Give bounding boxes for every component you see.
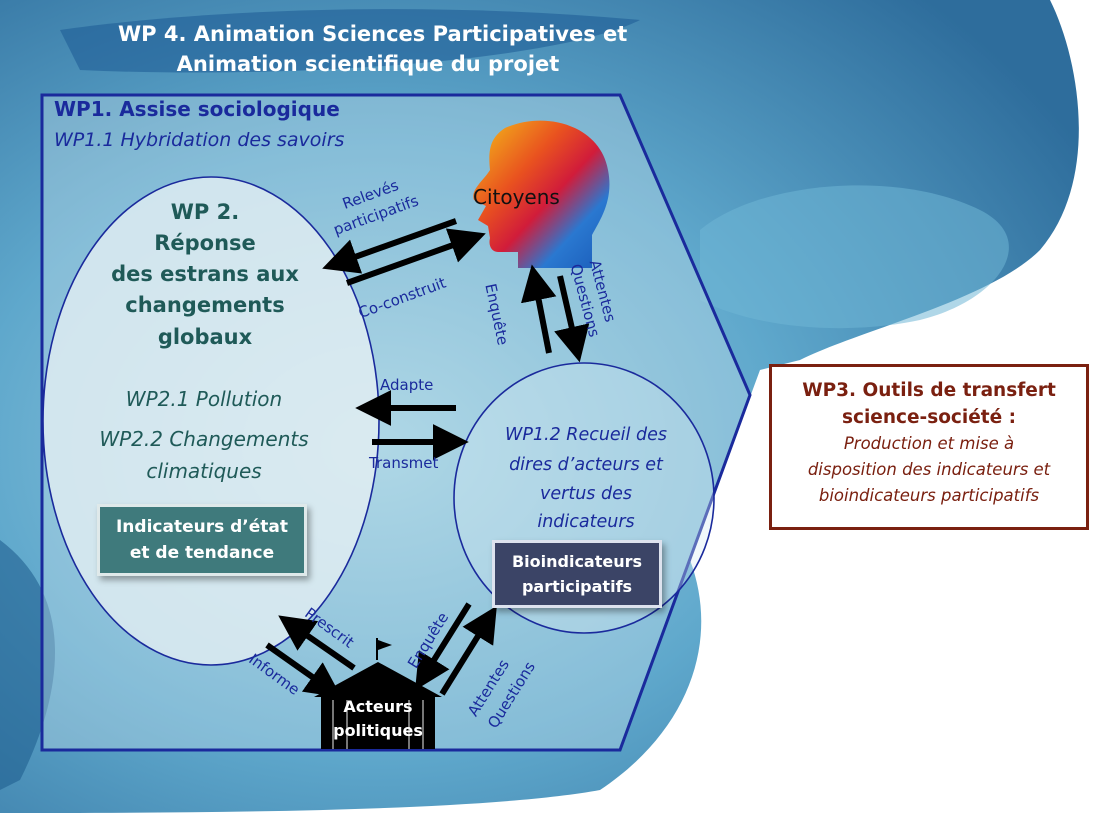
wp2-2-climate-line1: WP2.2 Changements	[99, 427, 309, 451]
bio-box-line: participatifs	[521, 577, 633, 596]
wp3-title-line2: science-société :	[841, 407, 1017, 428]
wp12-text-line: dires d’acteurs et	[509, 455, 663, 475]
wp2-1-pollution: WP2.1 Pollution	[125, 387, 283, 411]
wp12-text-line: indicateurs	[537, 512, 635, 532]
town-hall-icon	[314, 638, 442, 749]
wp12-text-line: WP1.2 Recueil des	[505, 425, 667, 445]
wp2-title-line: WP 2.	[170, 200, 240, 224]
actors-label-line2: politiques	[333, 721, 423, 740]
wp3-body-line: Production et mise à	[843, 434, 1015, 453]
bioindicators-box: Bioindicateurs participatifs	[492, 540, 662, 608]
label-transmet: Transmet	[369, 454, 439, 472]
wp2-title-line: des estrans aux	[111, 262, 299, 286]
wp12-text-line: vertus des	[540, 484, 632, 504]
wp3-body-line: bioindicateurs participatifs	[818, 486, 1040, 505]
citizens-label: Citoyens	[473, 185, 560, 209]
wp2-title-line: changements	[125, 293, 285, 317]
bio-box-line: Bioindicateurs	[511, 552, 643, 571]
indicators-box-line: et de tendance	[129, 543, 275, 563]
wp1-title: WP1. Assise sociologique	[54, 97, 340, 121]
indicators-box-line: Indicateurs d’état	[115, 517, 289, 537]
actors-label-line1: Acteurs	[343, 697, 413, 716]
wp3-body-line: disposition des indicateurs et	[807, 460, 1051, 479]
label-adapte: Adapte	[380, 376, 434, 394]
indicators-state-trend-box: Indicateurs d’état et de tendance	[97, 504, 307, 576]
wp3-box: WP3. Outils de transfert science-société…	[769, 364, 1089, 530]
wp4-title-line2: Animation scientifique du projet	[176, 52, 560, 76]
wp2-title-line: globaux	[157, 325, 253, 349]
wp2-title-line: Réponse	[154, 231, 256, 255]
citizens-head-icon	[473, 120, 610, 269]
wp1-subtitle: WP1.1 Hybridation des savoirs	[54, 129, 345, 151]
wp3-title-line1: WP3. Outils de transfert	[802, 380, 1056, 401]
wp2-2-climate-line2: climatiques	[146, 459, 262, 483]
wp4-title-line1: WP 4. Animation Sciences Participatives …	[118, 22, 628, 46]
